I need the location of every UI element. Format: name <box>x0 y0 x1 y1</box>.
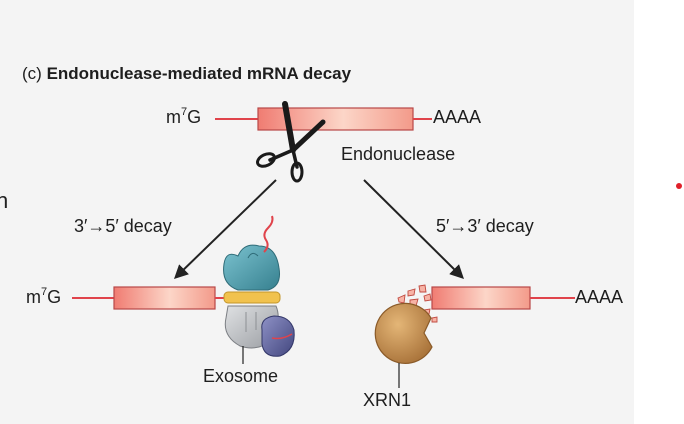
right-mrna-fragment <box>431 286 575 310</box>
top-mrna <box>215 107 432 131</box>
xrn1-icon <box>374 302 433 388</box>
exosome-label: Exosome <box>203 366 279 386</box>
right-fragment-box <box>431 286 531 310</box>
cap-base: m <box>26 287 41 307</box>
right-fragment-polya-label: AAAA <box>575 287 624 307</box>
pointer-dot <box>676 183 682 189</box>
panel-title: (c) Endonuclease-mediated mRNA decay <box>22 64 351 84</box>
panel-letter: (c) <box>22 64 42 83</box>
left-fragment-cap-label: m7G <box>26 286 62 308</box>
right-decay-arrow <box>363 179 464 279</box>
top-mrna-cap-label: m7G <box>166 106 202 128</box>
left-decay-label: 3′→5′ decay <box>74 216 172 236</box>
left-fragment-box <box>113 286 216 310</box>
left-decay-arrow <box>173 179 277 279</box>
xrn1-label: XRN1 <box>363 390 412 410</box>
top-mrna-polya-label: AAAA <box>433 107 482 127</box>
panel-title-text: Endonuclease-mediated mRNA decay <box>46 64 352 83</box>
cap-suffix: G <box>47 287 62 307</box>
cap-superscript: 7 <box>41 286 48 298</box>
left-mrna-fragment <box>72 286 232 310</box>
endonuclease-label: Endonuclease <box>341 144 456 164</box>
top-mrna-coding-box <box>257 107 414 131</box>
cap-suffix: G <box>187 107 202 127</box>
side-text-fragment: n <box>0 188 9 213</box>
exosome-icon <box>223 215 295 364</box>
figure-panel <box>0 0 634 424</box>
cap-base: m <box>166 107 181 127</box>
right-decay-label: 5′→3′ decay <box>436 216 534 236</box>
cap-superscript: 7 <box>181 106 188 118</box>
scissors-icon <box>256 101 326 183</box>
